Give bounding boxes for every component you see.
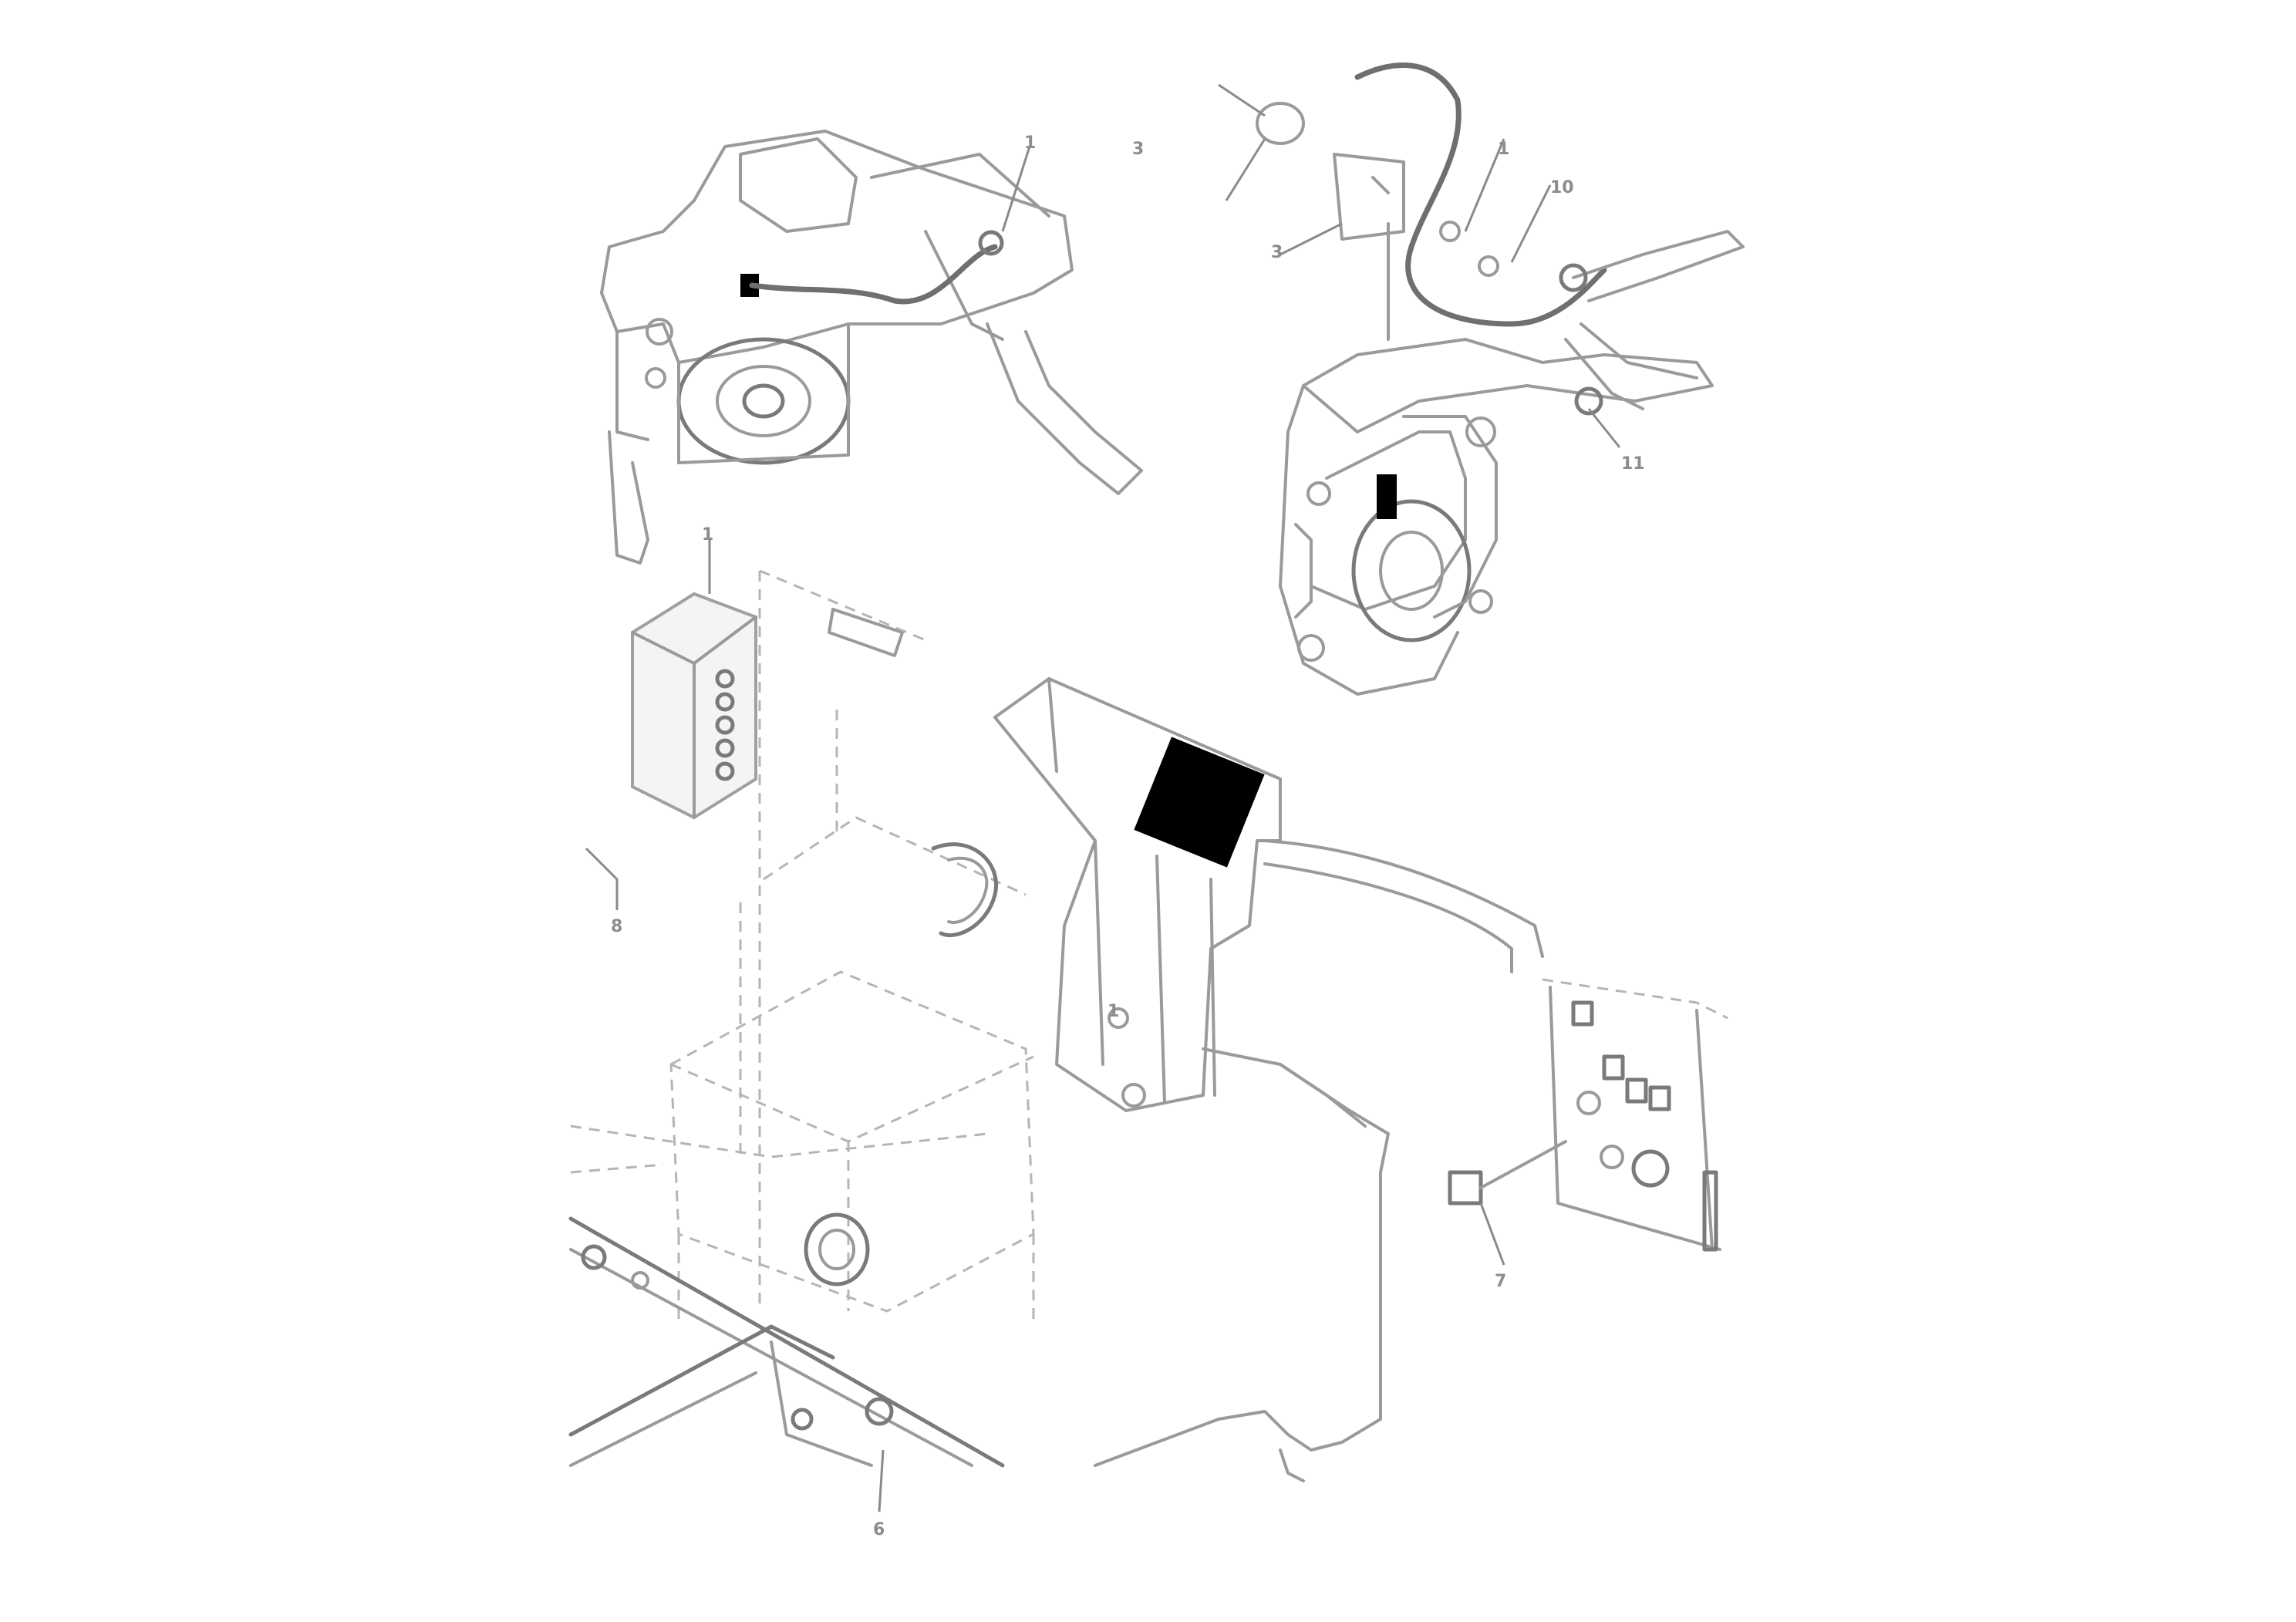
callout-c9: 8 xyxy=(611,917,622,936)
connector-plug-black xyxy=(1377,474,1397,519)
callout-leaders xyxy=(585,138,1621,1512)
upper-right-motor-assembly xyxy=(1218,62,1745,696)
callout-c4: 10 xyxy=(1550,178,1574,197)
control-module-black xyxy=(1134,737,1265,868)
main-frame-assembly xyxy=(570,569,1035,1327)
callout-c2: 1 xyxy=(1024,133,1036,153)
callout-c5: 3 xyxy=(1271,243,1283,262)
callout-c10: 1 xyxy=(1108,1002,1119,1021)
chassis-rails xyxy=(568,1163,1005,1468)
right-electrical-panel xyxy=(1448,978,1728,1252)
callout-c1: 3 xyxy=(1132,140,1144,159)
callout-c6: 11 xyxy=(1621,454,1645,474)
control-unit-box xyxy=(631,592,904,820)
callout-c8: 1 xyxy=(702,525,713,545)
upper-left-motor-assembly xyxy=(600,130,1143,565)
callout-c7: 7 xyxy=(1495,1272,1506,1291)
callout-labels: 3 1 1 10 3 11 7 1 8 1 6 xyxy=(611,133,1645,1539)
callout-c11: 6 xyxy=(873,1520,885,1539)
central-mounting-bracket xyxy=(993,677,1544,1112)
callout-c3: 1 xyxy=(1498,140,1509,159)
fender-panel xyxy=(1094,1047,1390,1482)
